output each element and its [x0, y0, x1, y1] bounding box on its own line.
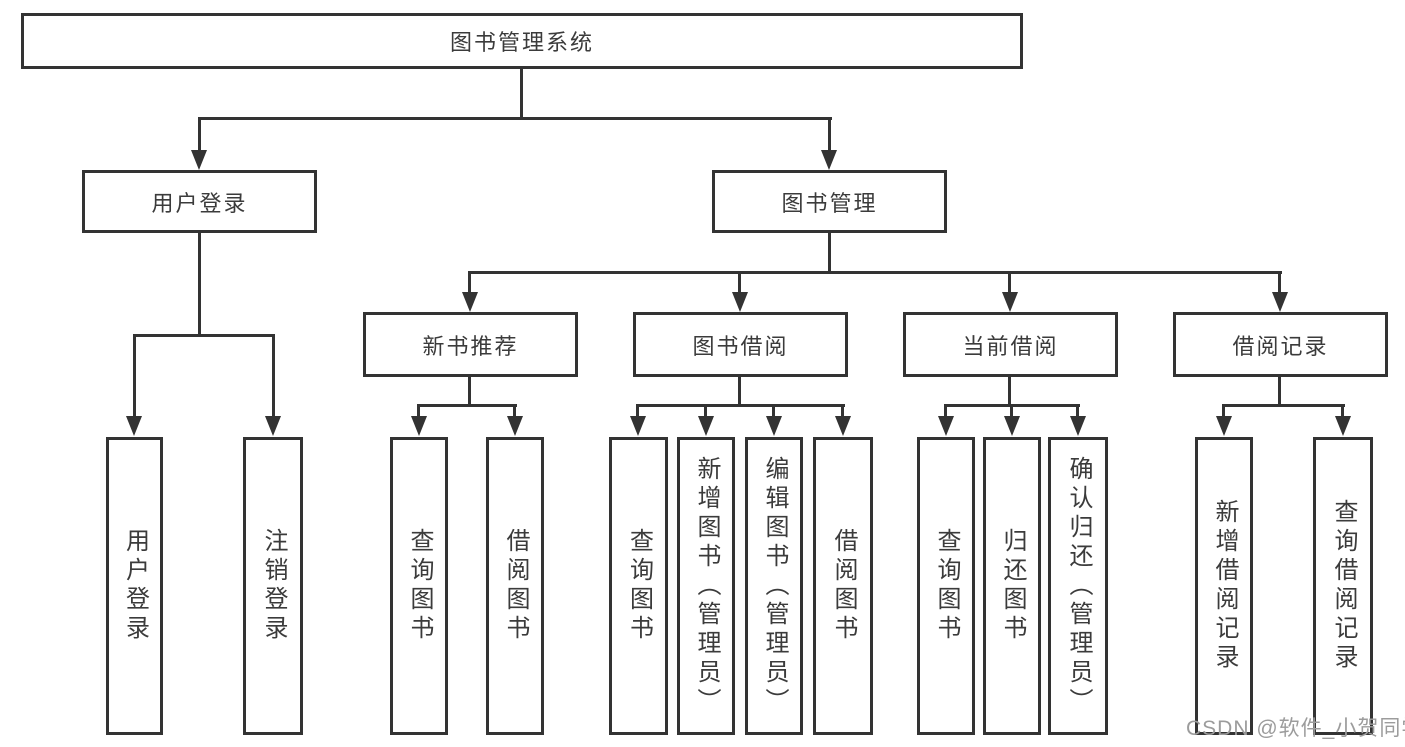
connector-line	[704, 404, 707, 418]
arrowhead-down-icon	[126, 416, 142, 436]
connector-line	[636, 404, 639, 418]
connector-line	[828, 233, 831, 274]
node-label: 借阅记录	[1232, 333, 1329, 359]
connector-line	[1222, 404, 1225, 418]
node-label: 查询图书	[406, 528, 433, 644]
arrowhead-down-icon	[1335, 416, 1351, 436]
arrowhead-down-icon	[698, 416, 714, 436]
arrowhead-down-icon	[1070, 416, 1086, 436]
node-label: 查询借阅记录	[1330, 499, 1357, 673]
node-label: 图书管理系统	[449, 30, 594, 55]
csdn-watermark: CSDN @软件_小贺同学	[1186, 717, 1405, 740]
connector-line	[468, 377, 471, 406]
node-return-books: 归还图书	[983, 437, 1041, 735]
node-label: 新书推荐	[422, 333, 519, 359]
arrowhead-down-icon	[938, 416, 954, 436]
node-label: 查询图书	[625, 528, 653, 644]
node-query-books-borrowing: 查询图书	[609, 437, 668, 735]
arrowhead-down-icon	[732, 292, 748, 312]
node-label: 图书借阅	[692, 333, 789, 359]
node-book-borrowing: 图书借阅	[633, 312, 848, 377]
connector-line	[468, 271, 1282, 274]
arrowhead-down-icon	[766, 416, 782, 436]
node-new-book-recommendation: 新书推荐	[363, 312, 578, 377]
node-label: 查询图书	[933, 528, 960, 644]
node-query-borrow-record: 查询借阅记录	[1313, 437, 1373, 735]
node-add-books-admin: 新增图书（管理员）	[677, 437, 735, 735]
connector-line	[1222, 404, 1345, 407]
node-logout: 注销登录	[243, 437, 303, 735]
arrowhead-down-icon	[835, 416, 851, 436]
arrowhead-down-icon	[1272, 292, 1288, 312]
node-label: 确认归还（管理员）	[1065, 455, 1092, 717]
connector-line	[133, 334, 275, 337]
connector-line	[520, 68, 523, 119]
connector-line	[738, 377, 741, 406]
connector-line	[636, 404, 845, 407]
node-label: 注销登录	[260, 528, 287, 644]
connector-line	[468, 271, 471, 295]
node-label: 归还图书	[999, 528, 1026, 644]
connector-line	[738, 271, 741, 295]
node-library-management-system: 图书管理系统	[21, 13, 1023, 69]
node-book-management-module: 图书管理	[712, 170, 947, 233]
connector-line	[1278, 271, 1281, 295]
node-label: 新增借阅记录	[1211, 499, 1238, 673]
connector-line	[1008, 377, 1011, 406]
connector-line	[1010, 404, 1013, 418]
connector-line	[944, 404, 947, 418]
arrowhead-down-icon	[265, 416, 281, 436]
node-user-login-module: 用户登录	[82, 170, 317, 233]
connector-line	[1278, 377, 1281, 406]
connector-line	[198, 117, 201, 152]
connector-line	[198, 233, 201, 337]
node-user-login: 用户登录	[106, 437, 163, 735]
node-label: 用户登录	[151, 190, 248, 216]
arrowhead-down-icon	[411, 416, 427, 436]
node-confirm-return-admin: 确认归还（管理员）	[1048, 437, 1108, 735]
arrowhead-down-icon	[507, 416, 523, 436]
connector-line	[417, 404, 517, 407]
connector-line	[772, 404, 775, 418]
node-label: 借阅图书	[502, 528, 529, 644]
connector-line	[272, 334, 275, 416]
node-borrow-books-recommend: 借阅图书	[486, 437, 544, 735]
connector-line	[513, 404, 516, 418]
node-current-borrowing: 当前借阅	[903, 312, 1118, 377]
node-label: 用户登录	[121, 528, 149, 644]
connector-line	[1008, 271, 1011, 295]
node-label: 新增图书（管理员）	[693, 455, 720, 717]
connector-line	[1341, 404, 1344, 418]
arrowhead-down-icon	[1002, 292, 1018, 312]
arrowhead-down-icon	[462, 292, 478, 312]
node-query-books-current: 查询图书	[917, 437, 975, 735]
arrowhead-down-icon	[821, 150, 837, 170]
node-label: 图书管理	[781, 190, 878, 216]
node-label: 当前借阅	[962, 333, 1059, 359]
node-label: 借阅图书	[830, 528, 857, 644]
connector-line	[198, 117, 832, 120]
node-label: 编辑图书（管理员）	[761, 455, 788, 717]
arrowhead-down-icon	[630, 416, 646, 436]
connector-line	[828, 117, 831, 152]
node-query-books-recommend: 查询图书	[390, 437, 448, 735]
arrowhead-down-icon	[1216, 416, 1232, 436]
arrowhead-down-icon	[191, 150, 207, 170]
connector-line	[133, 334, 136, 416]
node-add-borrow-record: 新增借阅记录	[1195, 437, 1253, 735]
connector-line	[417, 404, 420, 418]
node-edit-books-admin: 编辑图书（管理员）	[745, 437, 803, 735]
connector-line	[841, 404, 844, 418]
node-borrowing-records: 借阅记录	[1173, 312, 1388, 377]
connector-line	[1076, 404, 1079, 418]
node-borrow-books: 借阅图书	[813, 437, 873, 735]
arrowhead-down-icon	[1004, 416, 1020, 436]
